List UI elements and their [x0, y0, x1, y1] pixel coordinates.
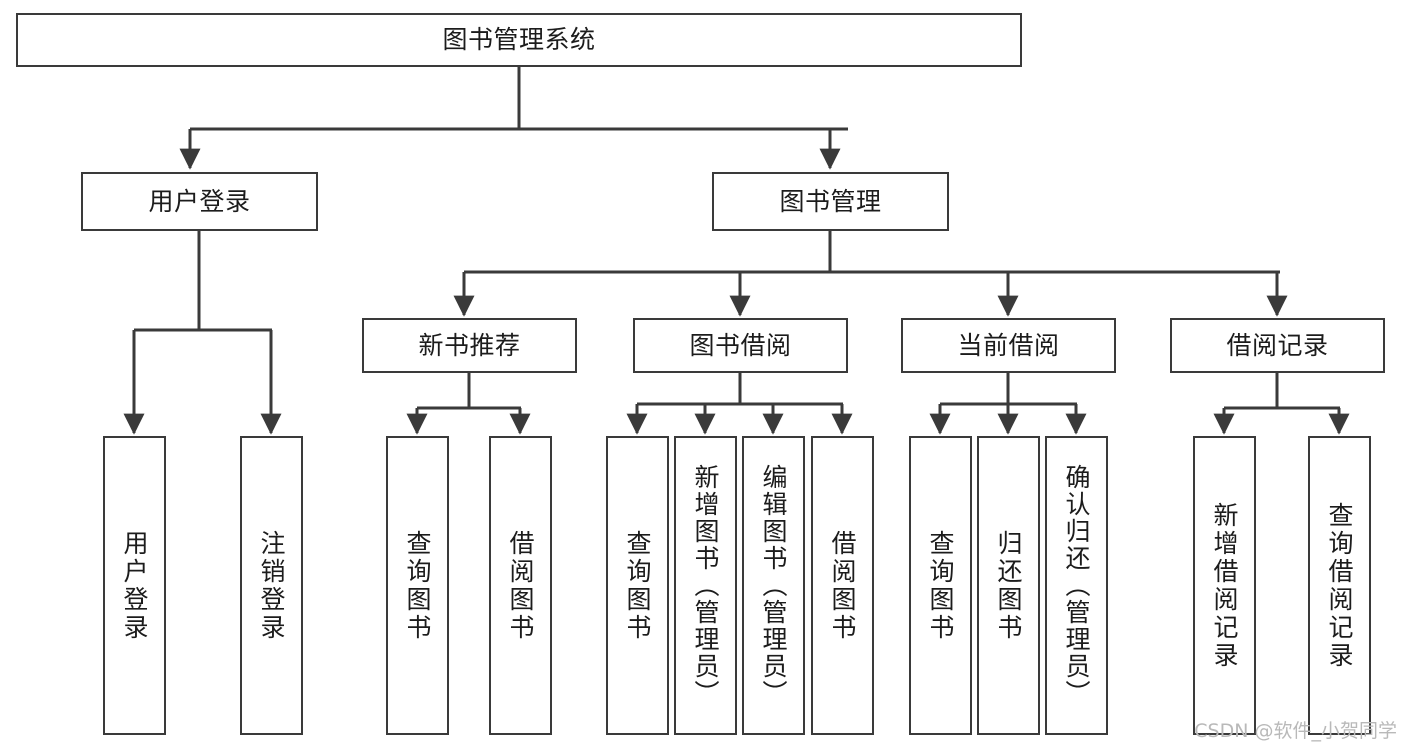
- node-leaf-logout[interactable]: 注销登录: [240, 436, 303, 735]
- node-borrow-record[interactable]: 借阅记录: [1170, 318, 1385, 373]
- node-leaf-borrow-book-2[interactable]: 借阅图书: [811, 436, 874, 735]
- watermark-text: CSDN @软件_小贺同学: [1194, 720, 1397, 742]
- node-leaf-user-login-label: 用户登录: [120, 529, 149, 642]
- node-book-manage[interactable]: 图书管理: [712, 172, 949, 231]
- node-book-borrow-label: 图书借阅: [689, 330, 792, 360]
- node-root-label: 图书管理系统: [442, 25, 596, 55]
- node-leaf-query-book-3-label: 查询图书: [926, 529, 955, 642]
- node-leaf-edit-book[interactable]: 编辑图书（管理员）: [742, 436, 805, 735]
- node-leaf-return-book[interactable]: 归还图书: [977, 436, 1040, 735]
- node-user-login-label: 用户登录: [148, 186, 251, 216]
- node-leaf-query-book-3[interactable]: 查询图书: [909, 436, 972, 735]
- node-new-book-rec[interactable]: 新书推荐: [362, 318, 577, 373]
- node-leaf-confirm-return-label: 确认归还（管理员）: [1062, 464, 1091, 707]
- node-leaf-borrow-book-1-label: 借阅图书: [506, 529, 535, 642]
- node-new-book-rec-label: 新书推荐: [418, 330, 521, 360]
- node-leaf-borrow-book-1[interactable]: 借阅图书: [489, 436, 552, 735]
- node-leaf-query-book-2-label: 查询图书: [623, 529, 652, 642]
- node-borrow-record-label: 借阅记录: [1226, 330, 1329, 360]
- node-leaf-query-record[interactable]: 查询借阅记录: [1308, 436, 1371, 735]
- node-user-login[interactable]: 用户登录: [81, 172, 318, 231]
- node-leaf-user-login[interactable]: 用户登录: [103, 436, 166, 735]
- node-root[interactable]: 图书管理系统: [16, 13, 1022, 67]
- node-leaf-add-record[interactable]: 新增借阅记录: [1193, 436, 1256, 735]
- node-leaf-add-book-label: 新增图书（管理员）: [691, 464, 720, 707]
- node-leaf-query-book-2[interactable]: 查询图书: [606, 436, 669, 735]
- node-leaf-add-book[interactable]: 新增图书（管理员）: [674, 436, 737, 735]
- node-leaf-query-record-label: 查询借阅记录: [1325, 501, 1354, 670]
- node-leaf-confirm-return[interactable]: 确认归还（管理员）: [1045, 436, 1108, 735]
- node-current-borrow[interactable]: 当前借阅: [901, 318, 1116, 373]
- node-book-borrow[interactable]: 图书借阅: [633, 318, 848, 373]
- node-current-borrow-label: 当前借阅: [957, 330, 1060, 360]
- node-book-manage-label: 图书管理: [779, 186, 882, 216]
- node-leaf-query-book-1[interactable]: 查询图书: [386, 436, 449, 735]
- node-leaf-return-book-label: 归还图书: [994, 529, 1023, 642]
- node-leaf-query-book-1-label: 查询图书: [403, 529, 432, 642]
- node-leaf-edit-book-label: 编辑图书（管理员）: [759, 464, 788, 707]
- node-leaf-borrow-book-2-label: 借阅图书: [828, 529, 857, 642]
- node-leaf-add-record-label: 新增借阅记录: [1210, 501, 1239, 670]
- node-leaf-logout-label: 注销登录: [257, 529, 286, 642]
